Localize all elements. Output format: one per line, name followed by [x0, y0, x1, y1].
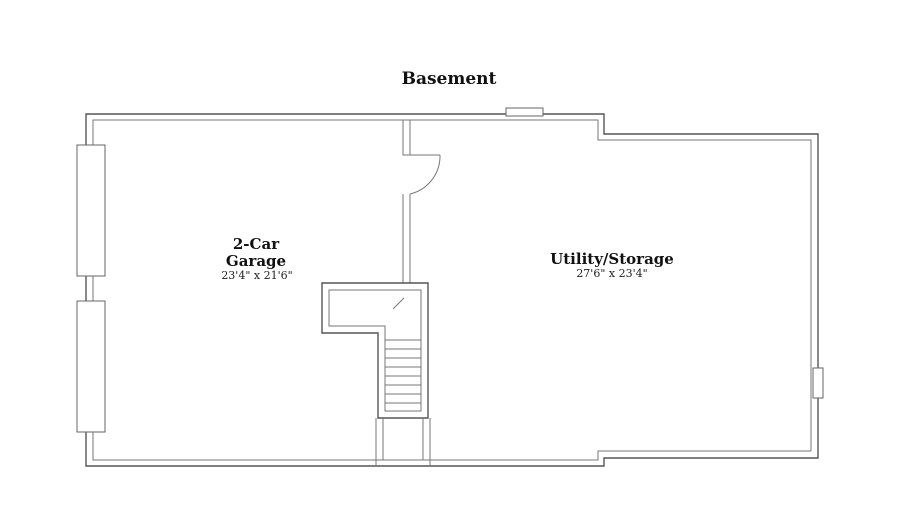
- stair-landing: [321, 282, 429, 419]
- stair-lower-walls: [375, 418, 431, 466]
- room-name-line1: 2-Car: [233, 235, 280, 253]
- top-vent: [505, 107, 544, 117]
- room-garage: 2-Car Garage 23'4" x 21'6": [221, 235, 292, 282]
- garage-door-upper: [76, 144, 106, 277]
- interior-door: [409, 154, 441, 195]
- room-name-line2: Garage: [226, 252, 286, 270]
- plan-title: Basement: [402, 69, 497, 89]
- garage-door-lower: [76, 300, 106, 433]
- exterior-walls: [85, 113, 819, 467]
- room-name-line1: Utility/Storage: [550, 250, 674, 268]
- right-window: [812, 367, 824, 399]
- room-dimensions: 27'6" x 23'4": [576, 267, 647, 280]
- room-utility-storage: Utility/Storage 27'6" x 23'4": [550, 250, 674, 280]
- room-dimensions: 23'4" x 21'6": [221, 269, 292, 282]
- staircase: [385, 297, 421, 404]
- interior-wall: [402, 120, 411, 284]
